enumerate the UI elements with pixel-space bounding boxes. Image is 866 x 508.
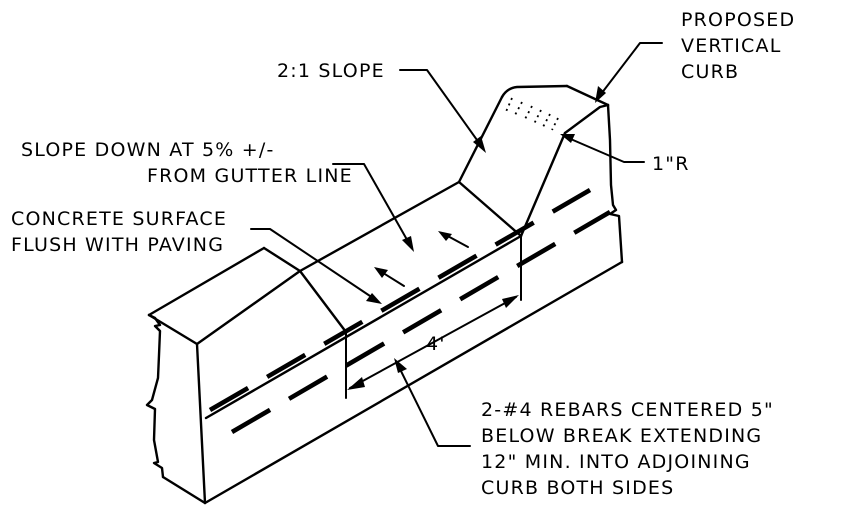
labels: PROPOSED VERTICAL CURB 2:1 SLOPE SLOPE D… bbox=[11, 9, 795, 499]
front-face-edge bbox=[195, 342, 207, 505]
radius-label: 1"R bbox=[652, 153, 690, 175]
rebar-label-line-1: 2-#4 REBARS CENTERED 5" bbox=[481, 399, 774, 421]
rebar-upper bbox=[208, 188, 592, 412]
rebar-lower bbox=[230, 210, 612, 434]
dimension-label: 4' bbox=[426, 333, 446, 355]
bottom-front-edge bbox=[203, 260, 624, 505]
slope-2-1-label: 2:1 SLOPE bbox=[277, 60, 385, 82]
four-foot-dimension: 4' bbox=[345, 235, 522, 399]
leaders bbox=[250, 42, 663, 447]
gutter-line bbox=[204, 234, 523, 420]
slope-down-label-line-2: FROM GUTTER LINE bbox=[147, 165, 353, 187]
left-end-face bbox=[145, 313, 165, 479]
slope-arrows bbox=[374, 231, 469, 287]
rebar-label-line-3: 12" MIN. INTO ADJOINING bbox=[481, 451, 751, 473]
proposed-curb-label-line-1: PROPOSED bbox=[681, 9, 795, 31]
right-end-face bbox=[606, 103, 624, 264]
slope-down-label-line-1: SLOPE DOWN AT 5% +/- bbox=[21, 139, 275, 161]
concrete-surface-label-line-2: FLUSH WITH PAVING bbox=[11, 234, 224, 256]
rebar-label-line-2: BELOW BREAK EXTENDING bbox=[481, 425, 762, 447]
rebars bbox=[208, 188, 612, 434]
rebar-label-line-4: CURB BOTH SIDES bbox=[481, 477, 674, 499]
proposed-curb-label-line-2: VERTICAL bbox=[681, 35, 781, 57]
proposed-curb-label-line-3: CURB bbox=[681, 61, 739, 83]
concrete-surface-label-line-1: CONCRETE SURFACE bbox=[11, 208, 227, 230]
